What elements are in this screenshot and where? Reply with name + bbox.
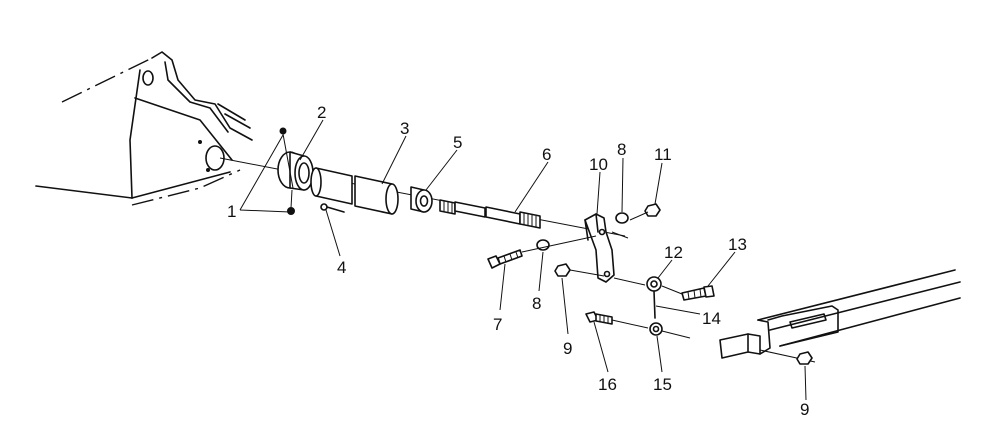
flanged-bushing — [277, 151, 314, 191]
callout-1: 1 — [227, 202, 236, 221]
callout-7: 7 — [493, 315, 502, 334]
left-housing — [35, 51, 253, 206]
callout-4: 4 — [337, 258, 346, 277]
nut-mid — [554, 263, 571, 277]
right-frame-rail — [719, 269, 961, 363]
lever-bracket — [584, 213, 615, 283]
callout-13: 13 — [728, 235, 747, 254]
small-pin — [320, 203, 345, 213]
callout-5: 5 — [453, 133, 462, 152]
callout-12: 12 — [664, 243, 683, 262]
rod-end-upper — [646, 276, 662, 319]
threaded-rod — [439, 199, 541, 229]
callout-14: 14 — [702, 309, 721, 328]
spacer-ring — [410, 186, 433, 213]
callout-8-lower: 8 — [532, 294, 541, 313]
callout-8-upper: 8 — [617, 140, 626, 159]
nut-lower-right — [796, 351, 813, 365]
rod-end-lower — [649, 322, 691, 339]
washer-upper — [615, 212, 629, 224]
bolt-right — [661, 285, 715, 301]
bolt-lower-left — [487, 249, 523, 269]
callout-10: 10 — [589, 155, 608, 174]
tube-sleeve — [310, 167, 399, 215]
washer-lower — [536, 239, 550, 251]
screw-bottom — [287, 207, 295, 215]
bolt-lower — [585, 311, 649, 329]
nut-upper — [644, 203, 661, 217]
callout-labels: 1 2 3 4 5 6 7 8 8 9 9 10 11 12 13 14 15 … — [227, 103, 809, 419]
callout-6: 6 — [542, 145, 551, 164]
callout-9-right: 9 — [800, 400, 809, 419]
callout-16: 16 — [598, 375, 617, 394]
leader-lines — [239, 119, 807, 401]
callout-11: 11 — [654, 145, 672, 164]
callout-9-mid: 9 — [563, 339, 572, 358]
callout-3: 3 — [400, 119, 409, 138]
callout-2: 2 — [317, 103, 326, 122]
screw-top — [279, 127, 287, 135]
callout-15: 15 — [653, 375, 672, 394]
